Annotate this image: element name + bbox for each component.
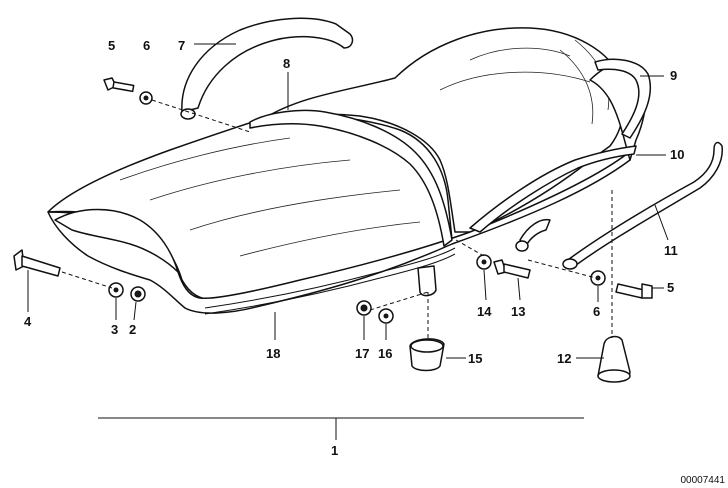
seat-rail	[469, 145, 637, 233]
trim-strip	[204, 247, 456, 309]
leader-lines	[27, 43, 669, 440]
catalog-number: 00007441	[681, 475, 726, 486]
callout-11: 11	[664, 243, 678, 258]
callout-15: 15	[468, 351, 482, 366]
grab-handle-left	[181, 17, 354, 113]
alignment-lines	[61, 99, 613, 340]
callout-12: 12	[557, 351, 571, 366]
callout-6-left: 6	[143, 38, 150, 53]
bolt-5-left	[103, 77, 135, 93]
bolt-5-right	[615, 283, 653, 299]
callout-5-left: 5	[108, 38, 115, 53]
mount-stud	[417, 265, 437, 297]
callout-13: 13	[511, 304, 525, 319]
callout-18: 18	[266, 346, 280, 361]
callout-16: 16	[378, 346, 392, 361]
callout-3: 3	[111, 322, 118, 337]
callout-8: 8	[283, 56, 290, 71]
callout-6-right: 6	[593, 304, 600, 319]
callout-9: 9	[670, 68, 677, 83]
middle-band	[249, 109, 453, 247]
callout-10: 10	[670, 147, 684, 162]
callout-14: 14	[477, 304, 492, 319]
callout-4: 4	[24, 314, 32, 329]
callout-5-right: 5	[667, 280, 674, 295]
callout-1: 1	[331, 443, 338, 458]
grab-strap-11	[564, 141, 723, 269]
bolt-4	[13, 249, 61, 277]
callout-7: 7	[178, 38, 185, 53]
bolt-13	[493, 259, 531, 279]
rear-rack	[594, 58, 652, 139]
callout-2: 2	[129, 322, 136, 337]
callout-17: 17	[355, 346, 369, 361]
